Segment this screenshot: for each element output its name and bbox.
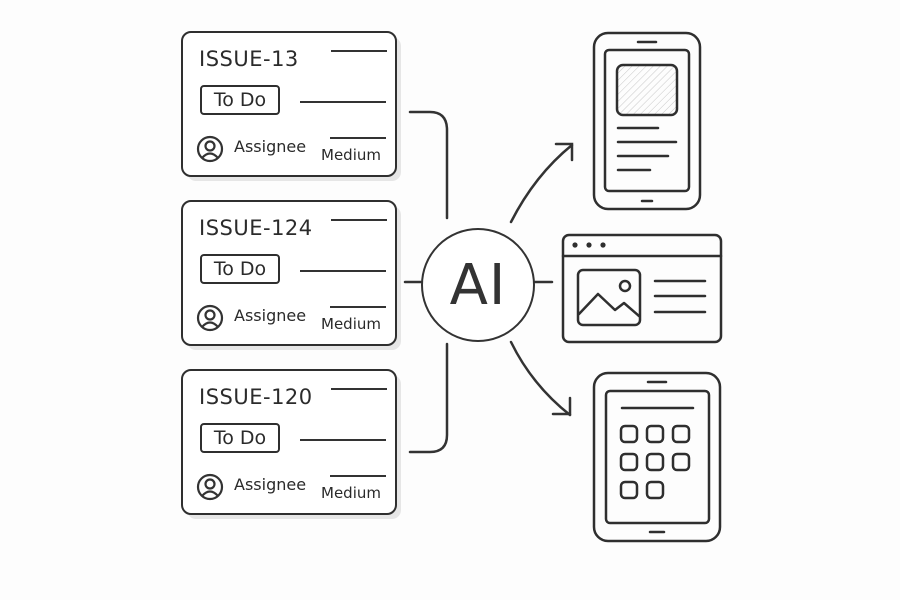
assignee-label: Assignee: [234, 137, 307, 156]
ai-hub: AI: [421, 228, 535, 342]
image-frame: [576, 268, 642, 327]
placeholder-line: [330, 137, 386, 139]
status-badge: To Do: [200, 254, 280, 284]
connector-bottom-bracket: [408, 342, 449, 454]
placeholder-line: [331, 388, 387, 390]
issue-card[interactable]: ISSUE-120 To Do Assignee Medium: [181, 369, 397, 515]
placeholder-line: [331, 50, 387, 52]
avatar-icon: [196, 135, 224, 163]
issue-id: ISSUE-120: [199, 385, 313, 409]
phone-screen: [603, 48, 691, 193]
issue-id: ISSUE-124: [199, 216, 313, 240]
browser-frame: [561, 233, 723, 344]
connector-top-bracket: [408, 110, 449, 220]
status-badge: To Do: [200, 423, 280, 453]
priority-label: Medium: [321, 484, 381, 502]
arrowhead-phone: [554, 142, 574, 162]
app-grid: [619, 424, 691, 500]
tablet-screen: [604, 389, 711, 525]
issue-card[interactable]: ISSUE-124 To Do Assignee Medium: [181, 200, 397, 346]
assignee-label: Assignee: [234, 306, 307, 325]
placeholder-line: [330, 475, 386, 477]
arrow-to-tablet: [509, 340, 572, 417]
placeholder-line: [300, 101, 386, 103]
issue-card[interactable]: ISSUE-13 To Do Assignee Medium: [181, 31, 397, 177]
status-badge: To Do: [200, 85, 280, 115]
phone-icon: [592, 31, 702, 211]
issue-id: ISSUE-13: [199, 47, 299, 71]
assignee-label: Assignee: [234, 475, 307, 494]
arrowhead-tablet: [551, 396, 572, 416]
placeholder-line: [300, 439, 386, 441]
phone-body: [592, 31, 702, 211]
priority-label: Medium: [321, 315, 381, 333]
window-dots: [572, 242, 606, 248]
arrow-to-phone: [509, 143, 574, 224]
placeholder-line: [300, 270, 386, 272]
placeholder-line: [330, 306, 386, 308]
tablet-body: [592, 371, 722, 543]
sun-shape: [618, 279, 632, 293]
placeholder-line: [331, 219, 387, 221]
image-placeholder: [615, 63, 679, 117]
priority-label: Medium: [321, 146, 381, 164]
avatar-icon: [196, 473, 224, 501]
tablet-icon: [592, 371, 722, 543]
mountain-shape: [577, 292, 641, 318]
browser-icon: [561, 233, 723, 344]
avatar-icon: [196, 304, 224, 332]
